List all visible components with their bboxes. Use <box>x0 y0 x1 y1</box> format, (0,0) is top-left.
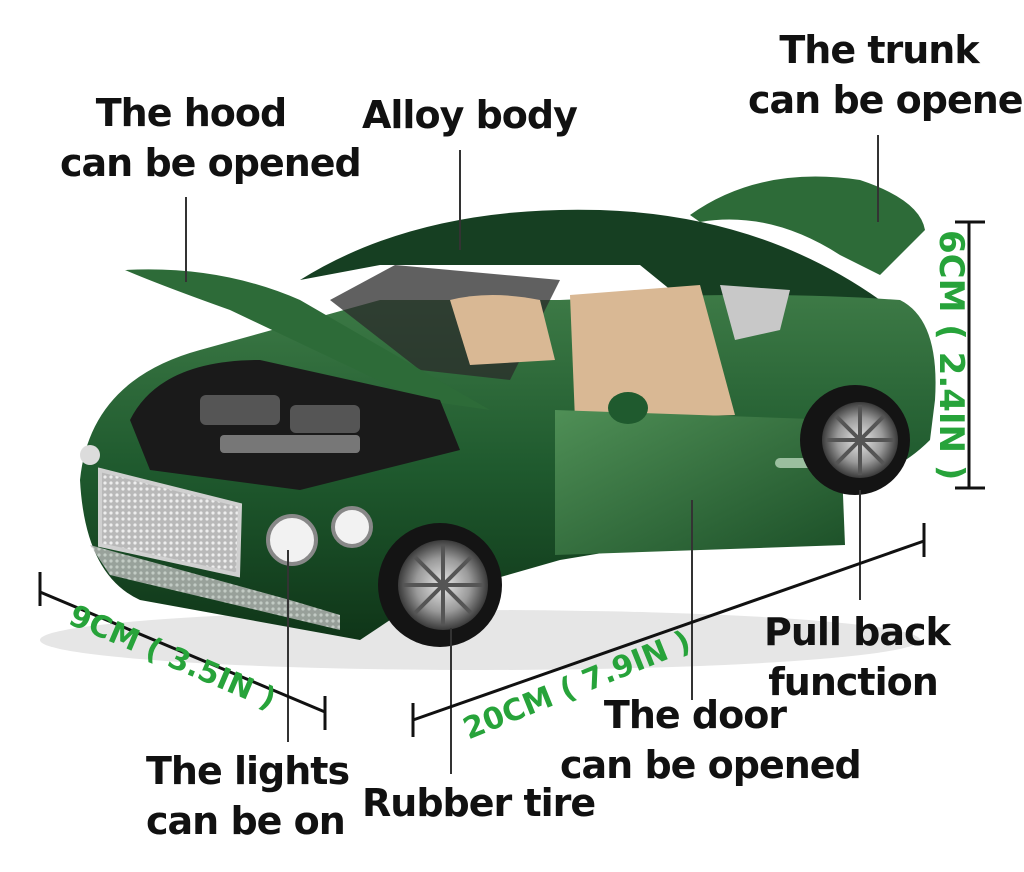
headlight-right <box>331 506 373 548</box>
trunk-label: The trunk can be opened <box>748 25 1024 125</box>
lights-label: The lights can be on <box>146 746 350 846</box>
alloy-body-label: Alloy body <box>362 90 578 140</box>
height-dimension-text: 6CM ( 2.4IN ) <box>931 230 971 481</box>
pull-back-label: Pull back function <box>764 607 951 707</box>
interior-seats <box>450 295 555 365</box>
headlight-small <box>80 445 100 465</box>
front-rim-spokes <box>403 545 483 625</box>
door-label: The door can be opened <box>560 690 862 790</box>
length-dim-line <box>412 539 925 722</box>
engine-details <box>200 395 360 453</box>
pull-back-label-line1: Pull back <box>764 610 951 654</box>
rubber-tire-label: Rubber tire <box>362 778 596 828</box>
rear-interior <box>570 285 735 420</box>
alloy-body-label-text: Alloy body <box>362 93 578 137</box>
width-dim-line <box>39 590 326 714</box>
ground-shadow <box>40 610 920 670</box>
rear-rim-spokes <box>826 405 894 475</box>
hood-label: The hood can be opened <box>60 88 362 188</box>
lights-label-line1: The lights <box>146 749 350 793</box>
trunk-label-line1: The trunk <box>779 28 979 72</box>
side-mirror <box>608 392 648 424</box>
leader-lines <box>185 135 879 774</box>
rubber-tire-label-text: Rubber tire <box>362 781 596 825</box>
hood-label-line2: can be opened <box>60 141 362 185</box>
hood-label-line1: The hood <box>95 91 287 135</box>
door-label-line1: The door <box>603 693 787 737</box>
headlight-left <box>266 514 318 566</box>
trunk-label-line2: can be opened <box>748 78 1024 122</box>
front-grille <box>98 467 243 578</box>
open-trunk-lid <box>690 176 925 275</box>
rear-window <box>720 285 790 340</box>
door-label-line2: can be opened <box>560 743 862 787</box>
dimension-lines <box>38 220 985 737</box>
open-door <box>555 410 845 555</box>
open-hood <box>125 269 490 410</box>
pull-back-label-line2: function <box>768 660 939 704</box>
lower-grille <box>90 545 340 630</box>
lights-label-line2: can be on <box>146 799 346 843</box>
